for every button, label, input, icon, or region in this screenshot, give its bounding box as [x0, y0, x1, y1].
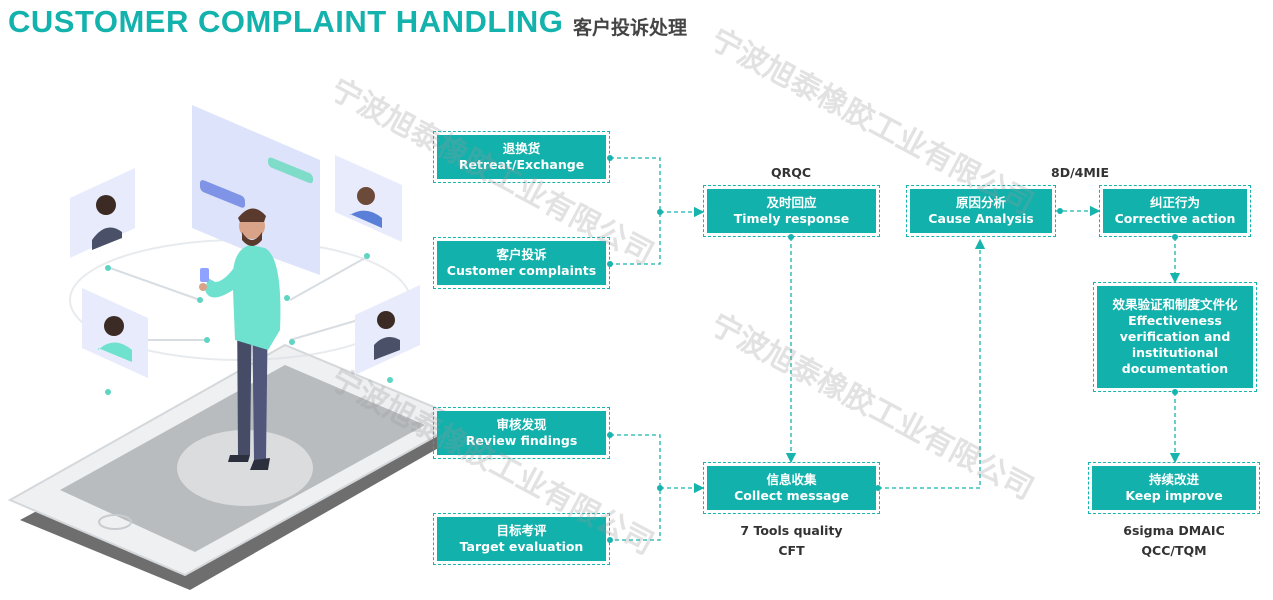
target-evaluation-en: Target evaluation	[459, 539, 584, 554]
keep-improve-zh: 持续改进	[1148, 472, 1199, 487]
page-subtitle: 客户投诉处理	[573, 17, 688, 39]
corrective-action-en: Corrective action	[1114, 211, 1236, 226]
collect-message-en: Collect message	[734, 488, 849, 503]
eightd-label: 8D/4MIE	[1051, 165, 1109, 180]
seven-tools-label: 7 Tools quality CFT	[703, 521, 880, 561]
effectiveness-en-2: verification and	[1119, 329, 1231, 344]
corrective-action-box: 纠正行为 Corrective action	[1099, 185, 1251, 237]
review-findings-box: 审核发现 Review findings	[433, 407, 610, 459]
cause-analysis-box: 原因分析 Cause Analysis	[906, 185, 1056, 237]
qrqc-label: QRQC	[770, 165, 812, 180]
cft-text: CFT	[778, 543, 805, 558]
customer-service-illustration	[7, 105, 470, 590]
customer-complaints-zh: 客户投诉	[496, 247, 547, 262]
effectiveness-zh: 效果验证和制度文件化	[1112, 297, 1238, 312]
retreat-exchange-box: 退换货 Retreat/Exchange	[433, 131, 610, 183]
effectiveness-en-3: institutional	[1131, 345, 1219, 360]
cause-analysis-zh: 原因分析	[955, 195, 1006, 210]
sigma-text: 6sigma DMAIC	[1123, 523, 1225, 538]
sigma-label: 6sigma DMAIC QCC/TQM	[1088, 521, 1260, 561]
timely-response-en: Timely response	[733, 211, 850, 226]
customer-complaints-box: 客户投诉 Customer complaints	[433, 237, 610, 289]
qcc-text: QCC/TQM	[1141, 543, 1207, 558]
seven-tools-text: 7 Tools quality	[740, 523, 843, 538]
target-evaluation-zh: 目标考评	[496, 523, 547, 538]
effectiveness-en-4: documentation	[1121, 361, 1229, 376]
cause-analysis-en: Cause Analysis	[928, 211, 1034, 226]
collect-message-box: 信息收集 Collect message	[703, 462, 880, 514]
keep-improve-box: 持续改进 Keep improve	[1088, 462, 1260, 514]
retreat-exchange-en: Retreat/Exchange	[458, 157, 585, 172]
timely-response-box: 及时回应 Timely response	[703, 185, 880, 237]
corrective-action-zh: 纠正行为	[1149, 195, 1200, 210]
keep-improve-en: Keep improve	[1125, 488, 1223, 503]
review-findings-zh: 审核发现	[496, 417, 547, 432]
timely-response-zh: 及时回应	[766, 195, 817, 210]
collect-message-zh: 信息收集	[766, 472, 817, 487]
review-findings-en: Review findings	[465, 433, 578, 448]
customer-complaints-en: Customer complaints	[446, 263, 597, 278]
effectiveness-en-1: Effectiveness	[1128, 313, 1222, 328]
effectiveness-box: 效果验证和制度文件化 Effectiveness verification an…	[1093, 282, 1257, 392]
target-evaluation-box: 目标考评 Target evaluation	[433, 513, 610, 565]
page-title: CUSTOMER COMPLAINT HANDLING	[8, 4, 564, 39]
retreat-exchange-zh: 退换货	[502, 141, 541, 156]
